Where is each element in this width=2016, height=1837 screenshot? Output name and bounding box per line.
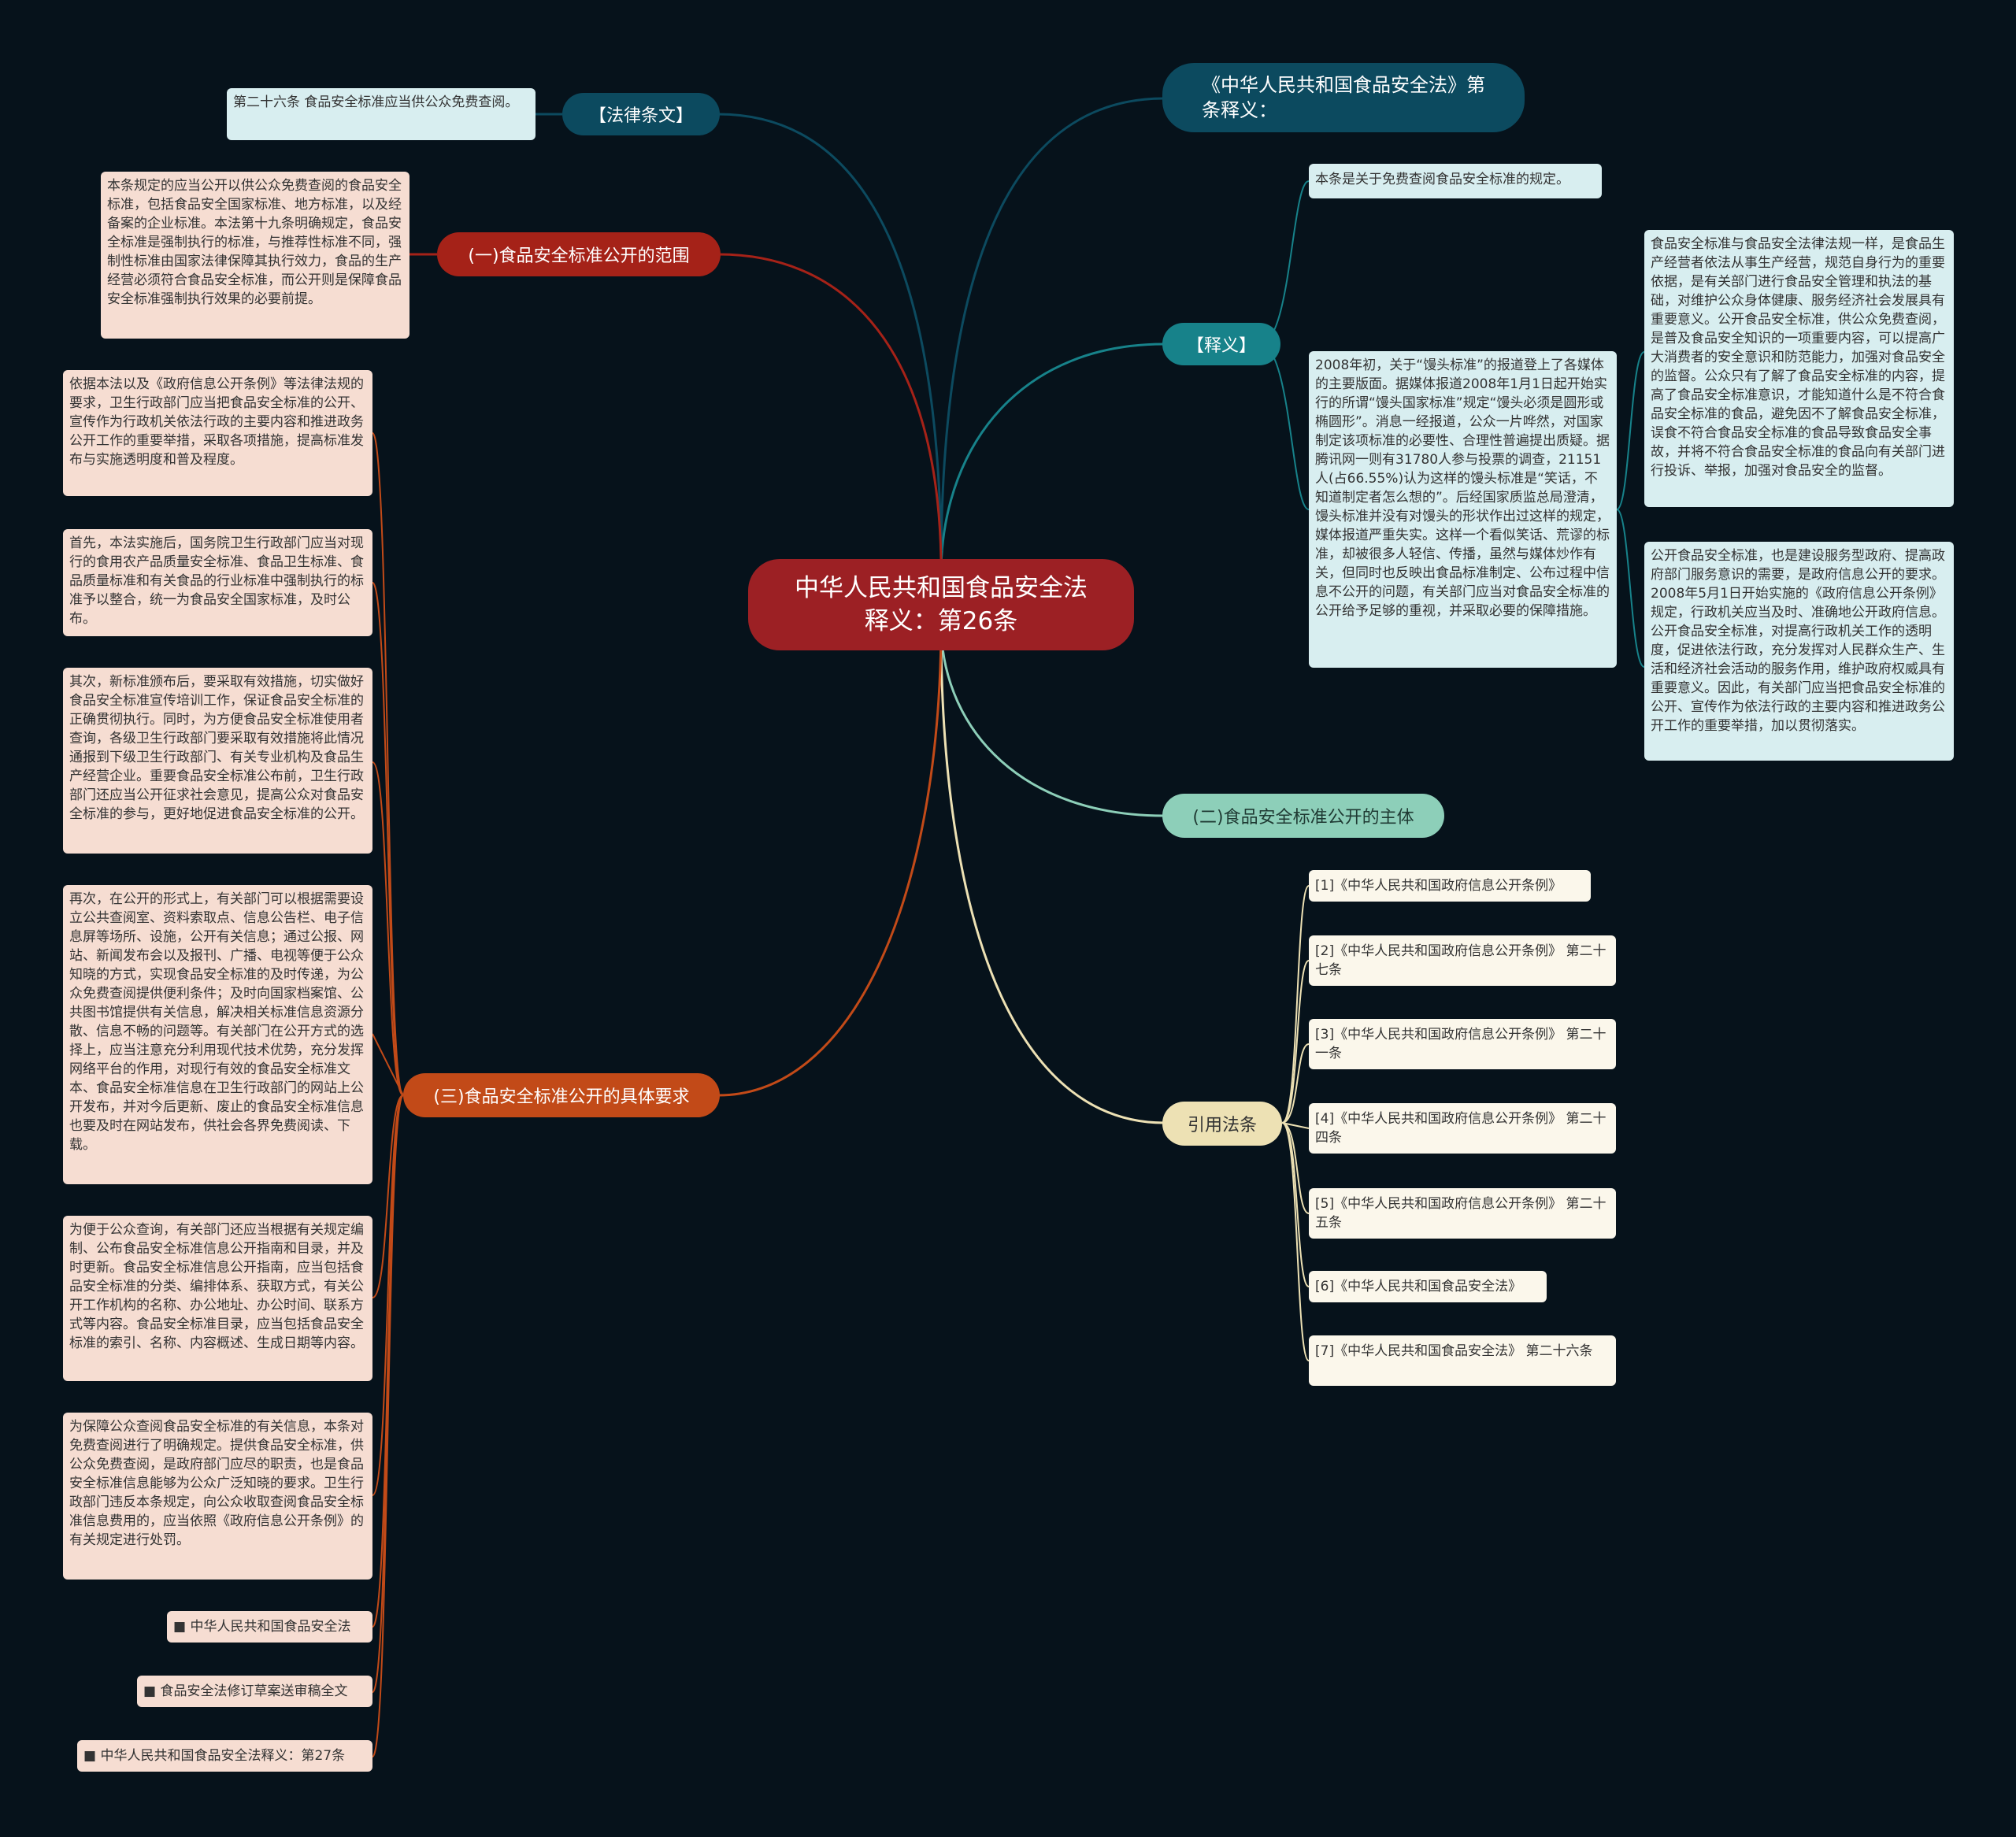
citation-item[interactable]: [7]《中华人民共和国食品安全法》 第二十六条 xyxy=(1309,1335,1616,1386)
branch-explanation-title[interactable]: 《中华人民共和国食品安全法》第条释义： xyxy=(1162,63,1525,132)
branch-requirements-label: (三)食品安全标准公开的具体要求 xyxy=(433,1087,690,1107)
link-explain-case xyxy=(1259,343,1310,510)
branch-subject-label: (二)食品安全标准公开的主体 xyxy=(1192,808,1414,828)
link-citation-4 xyxy=(1281,1122,1310,1129)
link-citation-3 xyxy=(1281,1043,1310,1124)
link-req-6 xyxy=(372,1094,404,1496)
link-root-subject xyxy=(939,629,1165,817)
branch-explain-label: 【释义】 xyxy=(1186,336,1256,356)
branch-explain[interactable]: 【释义】 xyxy=(1162,323,1280,365)
explain-detail1-leaf: 食品安全标准与食品安全法律法规一样，是食品生产经营者依法从事生产经营，规范自身行… xyxy=(1644,230,1954,507)
requirement-item: 其次，新标准颁布后，要采取有效措施，切实做好食品安全标准宣传培训工作，保证食品安… xyxy=(63,668,372,854)
related-link[interactable]: ■ 中华人民共和国食品安全法 xyxy=(167,1611,372,1643)
link-req-3 xyxy=(372,761,404,1096)
link-req-1 xyxy=(372,432,404,1096)
branch-citations[interactable]: 引用法条 xyxy=(1162,1102,1282,1146)
citation-item[interactable]: [1]《中华人民共和国政府信息公开条例》 xyxy=(1309,870,1591,902)
link-root-explain xyxy=(939,343,1165,568)
link-citation-5 xyxy=(1281,1122,1310,1214)
branch-law-text-label: 【法律条文】 xyxy=(588,106,693,126)
link-case-detail1 xyxy=(1616,351,1645,510)
requirement-item: 为保障公众查阅食品安全标准的有关信息，本条对免费查阅进行了明确规定。提供食品安全… xyxy=(63,1413,372,1580)
link-req-5 xyxy=(372,1094,404,1298)
branch-requirements[interactable]: (三)食品安全标准公开的具体要求 xyxy=(403,1073,720,1117)
link-req-9 xyxy=(372,1094,404,1757)
explain-detail2-leaf: 公开食品安全标准，也是建设服务型政府、提高政府部门服务意识的需要，是政府信息公开… xyxy=(1644,542,1954,761)
link-citation-1 xyxy=(1281,885,1310,1124)
link-root-law xyxy=(717,113,943,552)
branch-explanation-title-label: 《中华人民共和国食品安全法》第条释义： xyxy=(1202,74,1485,121)
law-text-leaf: 第二十六条 食品安全标准应当供公众免费查阅。 xyxy=(227,88,536,140)
link-explain-summary xyxy=(1259,180,1310,345)
explain-summary-leaf: 本条是关于免费查阅食品安全标准的规定。 xyxy=(1309,164,1602,198)
link-citation-2 xyxy=(1281,960,1310,1124)
link-root-citations xyxy=(939,645,1165,1124)
root-title: 中华人民共和国食品安全法释义：第26条 xyxy=(795,574,1088,635)
branch-citations-label: 引用法条 xyxy=(1187,1116,1257,1135)
branch-subject[interactable]: (二)食品安全标准公开的主体 xyxy=(1162,794,1444,838)
citation-item[interactable]: [5]《中华人民共和国政府信息公开条例》 第二十五条 xyxy=(1309,1188,1616,1239)
link-root-explanation-title xyxy=(939,97,1165,552)
link-root-requirements xyxy=(717,637,943,1097)
related-link[interactable]: ■ 中华人民共和国食品安全法释义：第27条 xyxy=(77,1740,372,1772)
branch-scope[interactable]: (一)食品安全标准公开的范围 xyxy=(437,232,721,276)
citation-item[interactable]: [3]《中华人民共和国政府信息公开条例》 第二十一条 xyxy=(1309,1019,1616,1069)
requirement-item: 为便于公众查询，有关部门还应当根据有关规定编制、公布食品安全标准信息公开指南和目… xyxy=(63,1216,372,1381)
link-req-2 xyxy=(372,582,404,1096)
citation-item[interactable]: [2]《中华人民共和国政府信息公开条例》 第二十七条 xyxy=(1309,935,1616,986)
root-node[interactable]: 中华人民共和国食品安全法释义：第26条 xyxy=(748,559,1134,650)
requirement-item: 依据本法以及《政府信息公开条例》等法律法规的要求，卫生行政部门应当把食品安全标准… xyxy=(63,370,372,496)
scope-leaf: 本条规定的应当公开以供公众免费查阅的食品安全标准，包括食品安全国家标准、地方标准… xyxy=(101,172,410,339)
branch-law-text[interactable]: 【法律条文】 xyxy=(562,93,720,135)
branch-scope-label: (一)食品安全标准公开的范围 xyxy=(468,246,690,266)
link-citation-6 xyxy=(1281,1122,1310,1287)
citation-item[interactable]: [6]《中华人民共和国食品安全法》 xyxy=(1309,1271,1547,1302)
explain-case-leaf: 2008年初，关于“馒头标准”的报道登上了各媒体的主要版面。据媒体报道2008年… xyxy=(1309,351,1617,668)
link-case-detail2 xyxy=(1616,509,1645,668)
related-link[interactable]: ■ 食品安全法修订草案送审稿全文 xyxy=(137,1676,372,1707)
link-citation-7 xyxy=(1281,1122,1310,1361)
link-req-4 xyxy=(372,1033,404,1096)
citation-item[interactable]: [4]《中华人民共和国政府信息公开条例》 第二十四条 xyxy=(1309,1103,1616,1154)
requirement-item: 再次，在公开的形式上，有关部门可以根据需要设立公共查阅室、资料索取点、信息公告栏… xyxy=(63,885,372,1184)
requirement-item: 首先，本法实施后，国务院卫生行政部门应当对现行的食用农产品质量安全标准、食品卫生… xyxy=(63,529,372,636)
link-root-scope xyxy=(717,253,943,560)
